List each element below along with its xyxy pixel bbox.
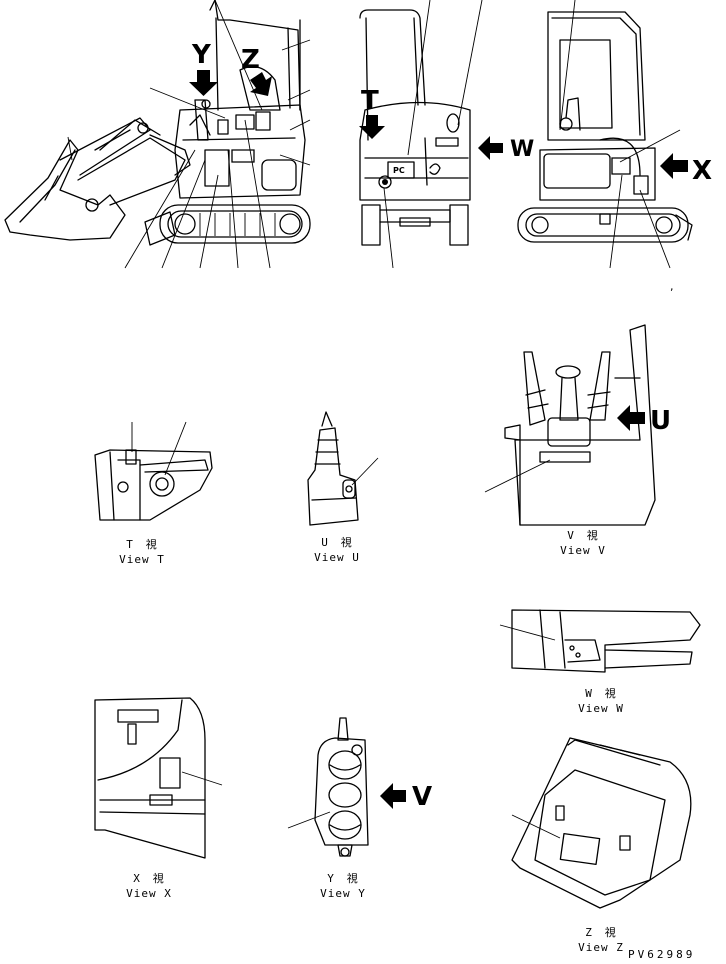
view-w-caption-en: View W xyxy=(578,702,624,715)
view-v-caption-jp: V 視 xyxy=(567,529,599,542)
marker-u: U xyxy=(650,406,672,436)
excavator-side-view xyxy=(5,0,310,268)
marker-v: V xyxy=(412,782,433,812)
view-w-caption: W 視 View W xyxy=(541,686,661,716)
view-z-drawing xyxy=(512,738,691,908)
excavator-rear-view xyxy=(359,0,503,268)
view-t-caption: T 視 View T xyxy=(82,537,202,567)
view-x-drawing xyxy=(95,698,222,858)
drawing-code: PV62989 xyxy=(628,948,696,961)
view-y-drawing xyxy=(288,718,406,856)
view-y-caption-en: View Y xyxy=(320,887,366,900)
view-z-caption-jp: Z 視 xyxy=(585,926,617,939)
marker-x: X xyxy=(692,156,713,186)
marker-z: Z xyxy=(241,45,260,75)
view-u-caption-en: View U xyxy=(314,551,360,564)
stray-mark: , xyxy=(670,280,674,293)
view-t-drawing xyxy=(95,422,212,520)
marker-w: W xyxy=(510,137,535,162)
view-v-drawing xyxy=(485,325,655,525)
pc-plate-label: PC xyxy=(393,166,405,175)
view-t-caption-en: View T xyxy=(119,553,165,566)
view-w-caption-jp: W 視 xyxy=(585,687,617,700)
view-u-caption-jp: U 視 xyxy=(321,536,353,549)
view-z-caption: Z 視 View Z xyxy=(541,925,661,955)
view-w-drawing xyxy=(500,610,700,672)
view-y-caption: Y 視 View Y xyxy=(283,871,403,901)
view-z-caption-en: View Z xyxy=(578,941,624,954)
view-x-caption-jp: X 視 xyxy=(133,872,165,885)
view-y-caption-jp: Y 視 xyxy=(327,872,359,885)
view-u-drawing xyxy=(308,412,378,525)
excavator-right-view xyxy=(518,0,692,268)
view-t-caption-jp: T 視 xyxy=(126,538,158,551)
view-v-caption: V 視 View V xyxy=(523,528,643,558)
view-u-caption: U 視 View U xyxy=(277,535,397,565)
marker-y: Y xyxy=(192,40,211,70)
view-x-caption-en: View X xyxy=(126,887,172,900)
view-x-caption: X 視 View X xyxy=(89,871,209,901)
marker-t: T xyxy=(361,86,379,116)
view-v-caption-en: View V xyxy=(560,544,606,557)
